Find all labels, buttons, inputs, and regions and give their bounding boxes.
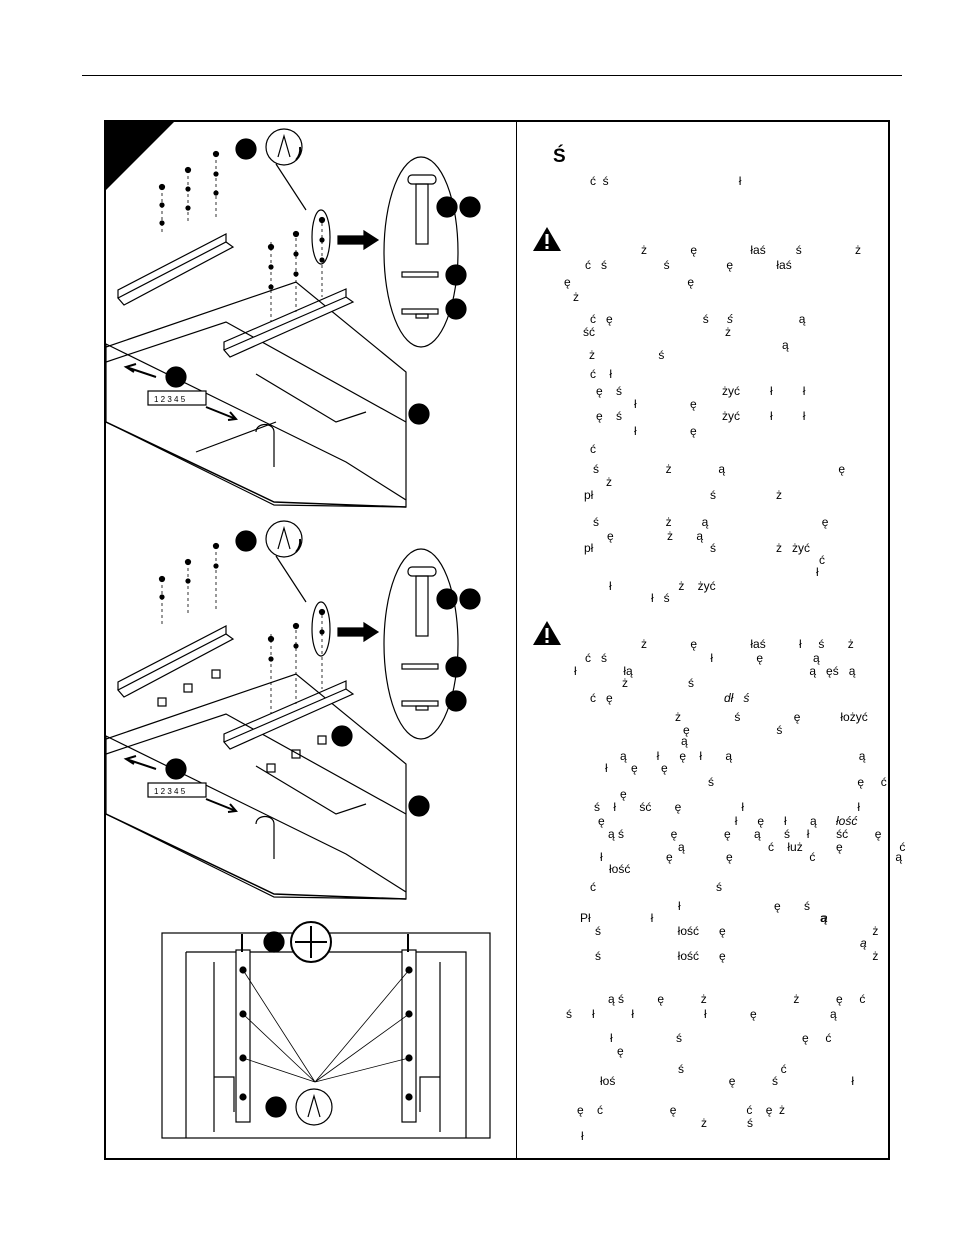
text_lines-37: ś ł ść ę ł ł [594, 800, 861, 814]
text_lines-28: ż ś [622, 676, 695, 690]
text_lines-15: ś ż ą ę [593, 462, 846, 476]
column-divider [516, 120, 517, 1160]
warning-icon [533, 227, 561, 251]
text_lines-21: ć [819, 553, 825, 567]
text_lines-40: ą ć łuż ę ć [678, 840, 906, 854]
text_lines-30: ż ś ę łożyć [675, 710, 868, 724]
text_lines-5: ć ę ś ą [590, 312, 806, 326]
text_lines-18: ś ż ą ę [593, 515, 829, 529]
text_lines-52: ś ć [678, 1062, 787, 1076]
step2-illustration: 1 2 3 4 5 [106, 520, 481, 900]
text_lines-55: ż ś [701, 1116, 754, 1130]
text_lines-2: ć ś ś ę łaś [585, 258, 792, 272]
italic_lines-4: ą [860, 936, 867, 950]
text_lines-34: ł ę ę [605, 761, 668, 775]
scale-ticks-2: 1 2 3 4 5 [154, 787, 186, 796]
text_lines-46: ś łość ę ż [595, 924, 879, 938]
text_lines-43: ć ś [590, 880, 723, 894]
italic_lines-1: dł ś [724, 691, 750, 705]
text_lines-38: ę ł ę ł ą [598, 814, 817, 828]
scale-ticks-1: 1 2 3 4 5 [154, 395, 186, 404]
text_lines-14: ć [590, 442, 596, 456]
text_lines-19: ę ż ą [607, 529, 704, 543]
corner-triangle [106, 122, 174, 190]
text_lines-36: ę [620, 787, 627, 801]
text_lines-50: ł ś ę ć [610, 1031, 832, 1045]
text_lines-32: ą [681, 734, 688, 748]
text_lines-16: ż [606, 475, 612, 489]
step3-illustration [161, 921, 491, 1139]
step1-illustration: 1 2 3 4 5 [106, 128, 481, 508]
text_lines-44: ł ę ś [678, 899, 811, 913]
section-heading: Ś [553, 146, 566, 167]
text_lines-47: ś łość ę ż [595, 949, 879, 963]
text_lines-3: ę ę [564, 275, 695, 289]
content-frame [104, 120, 890, 1160]
text_lines-20: pł ś ż żyć [584, 541, 811, 555]
warning-icon-2 [533, 621, 561, 645]
installation-diagram: 1 2 3 4 5 [106, 128, 491, 1139]
text_lines-27: ł łą ą ęś ą [574, 664, 856, 678]
text_lines-33: ą ł ę ł ą ą [620, 749, 866, 763]
text_lines-9: ć ł [590, 367, 613, 381]
text_lines-54: ę ć ę ć ę ż [577, 1103, 786, 1117]
text_lines-1: ż ę łaś ś ż [641, 243, 862, 257]
text_lines-23: ł ż żyć [609, 579, 716, 593]
text_lines-0: ć ś ł [590, 174, 742, 188]
text_lines-45: Pł ł ą [580, 911, 827, 925]
text_lines-10: ę ś żyć ł ł [596, 384, 806, 398]
text_lines-51: ę [617, 1044, 624, 1058]
text_lines-49: ś ł ł ł ę ą [566, 1007, 837, 1021]
text_lines-48: ą ś ę ż ż ę ć [608, 992, 866, 1006]
text_lines-12: ę ś żyć ł ł [596, 409, 806, 423]
text_lines-56: ł [581, 1129, 584, 1143]
text_lines-24: ł ś [651, 591, 670, 605]
italic_lines-0: ś [727, 312, 733, 326]
text_lines-35: ś ę ć [708, 775, 887, 789]
text_lines-31: ę ś [683, 723, 783, 737]
text_lines-29: ć ę [590, 691, 613, 705]
text_lines-6: ść ż [583, 325, 732, 339]
text_lines-7: ą [782, 338, 789, 352]
text_lines-25: ż ę łaś ł ś ż [641, 637, 854, 651]
text_lines-11: ł ę [634, 397, 697, 411]
text_lines-26: ć ś ł ę ą [585, 651, 820, 665]
text_lines-8: ż ś [589, 348, 665, 362]
text_lines-41: ł ę ę ć ą [600, 850, 903, 864]
text_lines-4: ż [573, 290, 579, 304]
top-rule [82, 75, 902, 76]
italic_lines-2: łość [836, 814, 858, 828]
text_lines-42: łość [609, 862, 631, 876]
text_lines-39: ą ś ę ę ą ś ł ść ę [608, 827, 882, 841]
text_lines-13: ł ę [634, 424, 697, 438]
text_lines-17: pł ś ż [584, 488, 783, 502]
italic_lines-3: ą [821, 911, 828, 925]
text_lines-22: ł [816, 565, 819, 579]
text_lines-53: łoś ę ś ł [600, 1074, 855, 1088]
